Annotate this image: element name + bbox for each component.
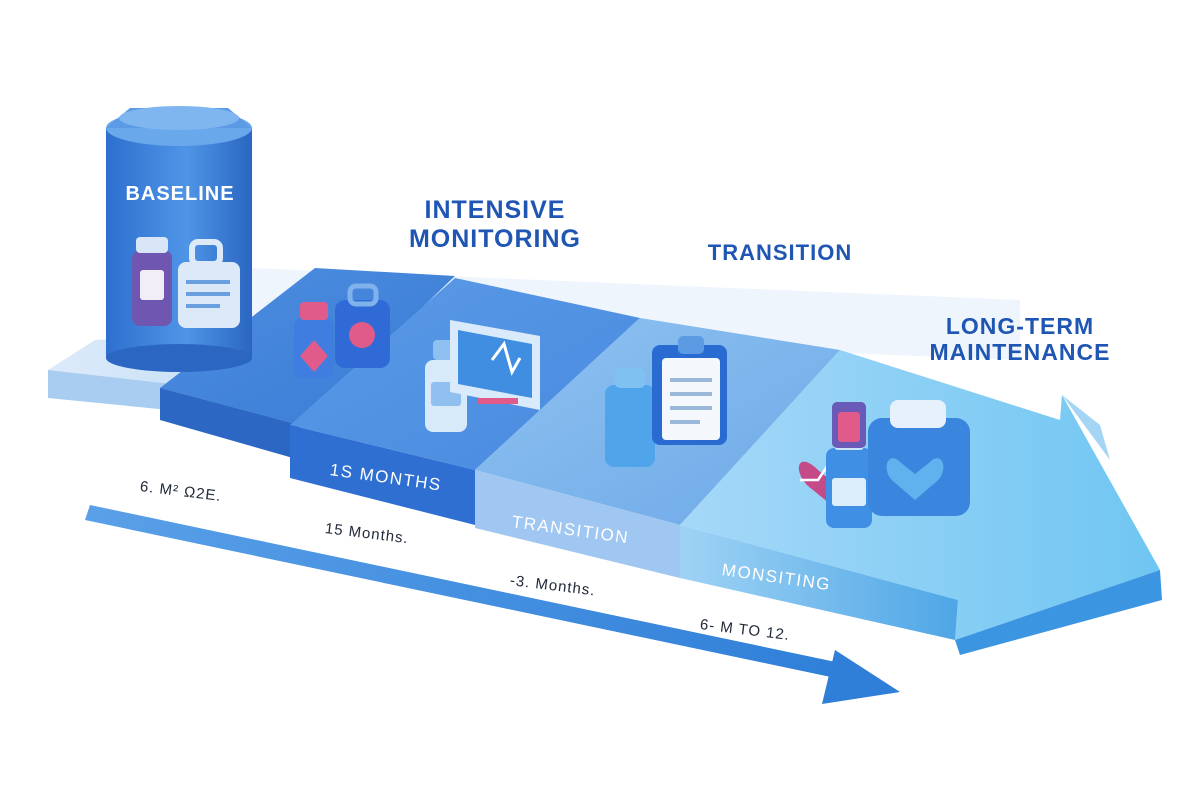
transition-title: TRANSITION	[680, 240, 880, 265]
medicine-bottle-icon	[605, 368, 655, 467]
baseline-title: BASELINE	[116, 183, 244, 206]
medicine-bottle-icon	[294, 302, 334, 378]
title-line: MONITORING	[408, 224, 582, 253]
intensive-monitoring-title: INTENSIVE MONITORING	[375, 196, 615, 254]
title-line: MAINTENANCE	[929, 339, 1111, 366]
timeline-arrow	[85, 505, 900, 704]
medical-bag-icon	[868, 400, 970, 516]
medicine-bottle-icon	[132, 237, 172, 326]
title-line: LONG-TERM	[945, 313, 1095, 339]
baseline-cylinder	[106, 106, 252, 372]
medical-bag-icon	[335, 283, 390, 368]
title-line: BASELINE	[125, 183, 235, 205]
long-term-maintenance-title: LONG-TERM MAINTENANCE	[900, 313, 1140, 366]
clipboard-icon	[652, 336, 727, 445]
medical-kit-icon	[178, 239, 240, 328]
title-line: INTENSIVE	[424, 196, 566, 224]
title-line: TRANSITION	[707, 240, 853, 265]
clipboard-icon	[832, 402, 866, 448]
monitor-screen-icon	[450, 320, 540, 410]
